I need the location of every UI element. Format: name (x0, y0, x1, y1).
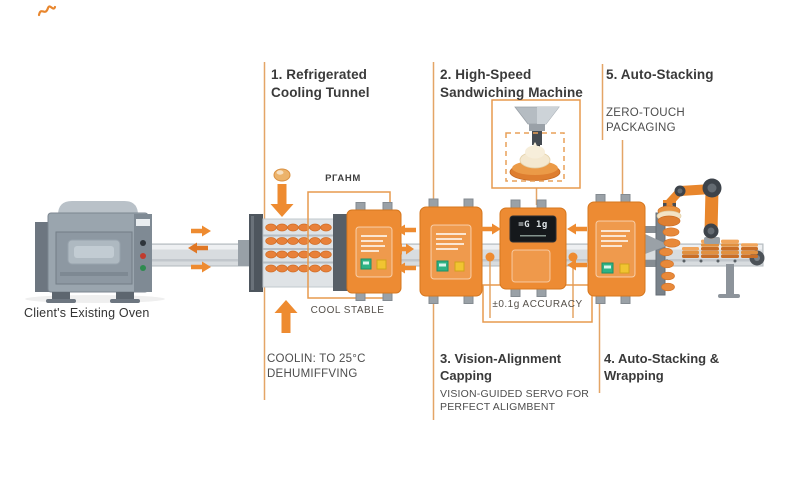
station-4-heading: 4. Auto-Stacking & Wrapping (604, 350, 719, 384)
station-3-heading: 3. Vision-Alignment Capping (440, 350, 561, 384)
station-1-note: COOLIN: TO 25°C DEHUMIFFVING (267, 352, 366, 382)
accuracy-label: ±0.1g ACCURACY (492, 299, 583, 310)
station-2-heading: 2. High-Speed Sandwiching Machine (440, 66, 583, 102)
weight-display-value: =G 1g (518, 220, 548, 230)
station-3-note-line2: PERFECT ALIGMBENT (440, 401, 556, 413)
station-1-note-line2: DEHUMIFFVING (267, 368, 358, 380)
station-5-note-line2: PACKAGING (606, 122, 676, 134)
flow-right-arrow-icon (191, 261, 211, 273)
sandwich-cookie-icon (656, 205, 682, 227)
depositor-nozzle-icon (514, 106, 560, 149)
airflow-up-arrow-icon (274, 300, 298, 333)
flow-right-arrow-icon (191, 225, 211, 237)
flow-left-arrow-icon (396, 262, 416, 274)
station-5-note-line1: ZERO-TOUCH (606, 107, 685, 119)
flow-double-arrow-icon (394, 243, 414, 255)
airflow-arrows (270, 168, 298, 333)
oven-button-icon (140, 240, 146, 246)
cookie-deposit-icon (509, 142, 561, 181)
yellow-indicator-icon (619, 263, 630, 274)
station-1-heading: 1. Refrigerated Cooling Tunnel (271, 66, 370, 102)
packaging-station (656, 178, 765, 298)
flow-left-arrow-icon (188, 242, 208, 254)
machine-capping-unit (499, 199, 567, 297)
station-3-note-line1: VISION-GUIDED SERVO FOR (440, 388, 590, 400)
station-1-heading-line2: Cooling Tunnel (271, 85, 370, 100)
machine-wrapping-unit (587, 194, 669, 304)
cookie-stack-icon (682, 239, 758, 258)
airflow-down-arrow-icon (270, 184, 294, 217)
station-2-heading-line2: Sandwiching Machine (440, 85, 583, 100)
station-5-heading-line1: 5. Auto-Stacking (606, 67, 714, 82)
station-4-heading-line1: 4. Auto-Stacking & (604, 351, 720, 366)
yellow-indicator-icon (454, 261, 465, 272)
flow-right-arrow-icon (481, 223, 501, 235)
depositor-inset (491, 99, 581, 189)
station-3-note: VISION-GUIDED SERVO FOR PERFECT ALIGMBEN… (440, 388, 589, 414)
oven-caption: Client's Existing Oven (24, 306, 150, 320)
station-1-note-line1: COOLIN: TO 25°C (267, 353, 366, 365)
station-5-heading: 5. Auto-Stacking (606, 66, 714, 84)
logo-mark (37, 5, 57, 17)
robot-arm-icon (663, 178, 722, 244)
oven-green-light-icon (140, 265, 146, 271)
flow-left-arrow-icon (567, 223, 587, 235)
oven-red-light-icon (140, 253, 146, 259)
station-1-heading-line1: 1. Refrigerated (271, 67, 368, 82)
falling-cookies-icon (659, 227, 681, 292)
cooling-tunnel (238, 214, 335, 292)
station-4-heading-line2: Wrapping (604, 368, 664, 383)
machine-tunnel-unit (333, 202, 402, 301)
cool-stable-label: COOL STABLE (310, 305, 385, 316)
flow-arrows (188, 223, 587, 274)
station-5-note: ZERO-TOUCH PACKAGING (606, 106, 685, 136)
flow-left-arrow-icon (567, 259, 587, 271)
yellow-indicator-icon (376, 259, 387, 270)
oven-illustration (25, 201, 165, 303)
machine-sandwiching-unit (419, 198, 483, 304)
tunnel-tag-label: РГАНМ (325, 173, 361, 184)
station-3-heading-line1: 3. Vision-Alignment (440, 351, 562, 366)
flow-left-arrow-icon (396, 224, 416, 236)
station-2-heading-line1: 2. High-Speed (440, 67, 532, 82)
station-3-heading-line2: Capping (440, 368, 492, 383)
